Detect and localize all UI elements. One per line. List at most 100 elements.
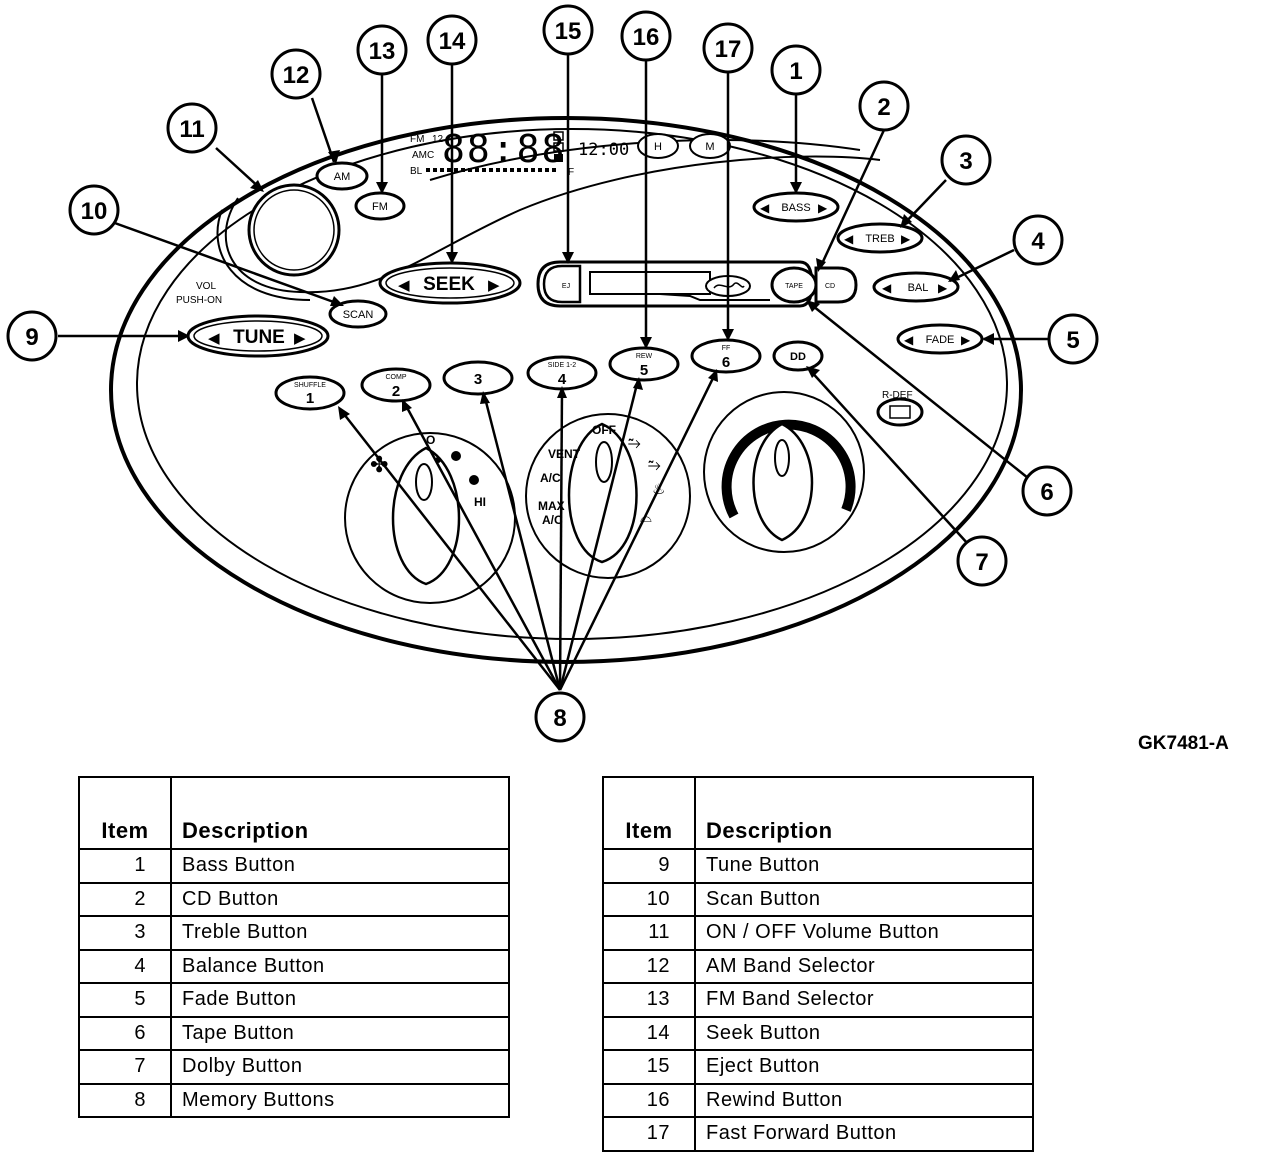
tune-right-arrow: ▶	[294, 330, 306, 347]
fm-button[interactable]	[354, 191, 406, 221]
tape-button-label: TAPE	[785, 283, 803, 290]
fan-knob[interactable]	[391, 446, 461, 586]
description-header: Description	[694, 776, 1034, 850]
am-button-label: AM	[334, 171, 351, 183]
callout-14: 14	[426, 14, 478, 66]
item-description: Tune Button	[694, 848, 1034, 884]
item-number: 13	[602, 982, 696, 1018]
ford-logo-script	[713, 282, 745, 289]
item-number: 9	[602, 848, 696, 884]
item-description: Treble Button	[170, 915, 510, 951]
seek-button[interactable]	[378, 261, 522, 305]
display-digits: 88:88	[442, 127, 566, 171]
svg-text:7: 7	[975, 549, 988, 576]
item-description: Memory Buttons	[170, 1082, 510, 1118]
display-bl: BL	[410, 166, 423, 177]
preset-2-sub: COMP	[386, 374, 407, 381]
eject-button[interactable]	[542, 264, 582, 304]
arrow-heads	[178, 150, 994, 420]
scan-button-label: SCAN	[343, 309, 374, 321]
minute-button[interactable]	[689, 133, 731, 159]
preset-5-num: 5	[640, 362, 648, 379]
hour-button-label: H	[654, 141, 662, 153]
callout-17: 17	[702, 22, 754, 74]
svg-text:2: 2	[877, 94, 890, 121]
callout-4: 4	[1012, 214, 1064, 266]
fan-dot-3	[469, 475, 479, 485]
item-description: CD Button	[170, 881, 510, 917]
rear-defrost-icon	[889, 405, 911, 419]
svg-text:16: 16	[633, 24, 660, 51]
am-button[interactable]	[315, 161, 369, 191]
display-12: 12	[432, 134, 444, 145]
preset-4-sub: SIDE 1-2	[548, 362, 577, 369]
bass-left-arrow: ◀	[760, 201, 770, 215]
item-number: 2	[78, 881, 172, 917]
item-description: Fade Button	[170, 982, 510, 1018]
scan-button[interactable]	[328, 299, 388, 329]
preset-6[interactable]: FF 6	[690, 338, 762, 374]
seek-button-inner	[385, 267, 515, 299]
callout-15: 15	[542, 4, 594, 56]
bal-button[interactable]	[872, 271, 960, 303]
mode-knob[interactable]	[567, 422, 638, 564]
fan-hi-label: HI	[474, 495, 486, 509]
item-number: 8	[78, 1082, 172, 1118]
bass-button-label: BASS	[781, 202, 810, 214]
fade-button-label: FADE	[926, 334, 955, 346]
svg-text:15: 15	[555, 18, 582, 45]
preset-2[interactable]: COMP 2	[360, 367, 432, 403]
item-number: 5	[78, 982, 172, 1018]
callout-12: 12	[270, 48, 322, 100]
hour-button[interactable]	[637, 133, 679, 159]
dolby-button-label: DD	[790, 351, 806, 363]
svg-text:5: 5	[1066, 327, 1079, 354]
svg-text:14: 14	[439, 28, 466, 55]
display-indicator-2	[553, 142, 564, 152]
preset-1[interactable]: SHUFFLE 1	[274, 375, 346, 411]
tune-button-label: TUNE	[233, 327, 285, 348]
callout-2: 2	[858, 80, 910, 132]
preset-5[interactable]: REW 5	[608, 346, 680, 382]
preset-3[interactable]: 3	[442, 360, 514, 396]
leader-lines	[58, 54, 1048, 691]
dolby-button[interactable]	[772, 340, 824, 372]
item-number: 15	[602, 1049, 696, 1085]
callout-5: 5	[1047, 313, 1099, 365]
item-header: Item	[602, 776, 696, 850]
cd-button[interactable]	[814, 266, 858, 304]
mode-ac-label: A/C	[540, 471, 561, 485]
svg-text:10: 10	[81, 198, 108, 225]
preset-6-num: 6	[722, 354, 730, 371]
temp-knob[interactable]	[752, 422, 814, 542]
callout-1: 1	[770, 44, 822, 96]
item-description: Dolby Button	[170, 1049, 510, 1085]
fade-left-arrow: ◀	[904, 333, 914, 347]
callout-7: 7	[956, 535, 1008, 587]
display-amc: AMC	[412, 150, 434, 161]
seek-left-arrow: ◀	[398, 277, 410, 294]
item-number: 1	[78, 848, 172, 884]
volume-knob[interactable]	[247, 183, 341, 277]
display-indicator-3	[554, 154, 563, 162]
eject-button-label: EJ	[562, 283, 570, 290]
rdef-label: R-DEF	[882, 390, 913, 401]
preset-5-sub: REW	[636, 353, 653, 360]
treb-button[interactable]	[836, 222, 924, 254]
preset-4[interactable]: SIDE 1-2 4	[526, 355, 598, 391]
rear-defrost-button[interactable]	[876, 397, 924, 427]
preset-2-num: 2	[392, 383, 400, 400]
display-clock: 12:00	[578, 140, 629, 160]
mode-max-ac-label: A/C	[542, 513, 563, 527]
svg-text:13: 13	[369, 38, 396, 65]
panel-swoosh	[224, 155, 881, 294]
